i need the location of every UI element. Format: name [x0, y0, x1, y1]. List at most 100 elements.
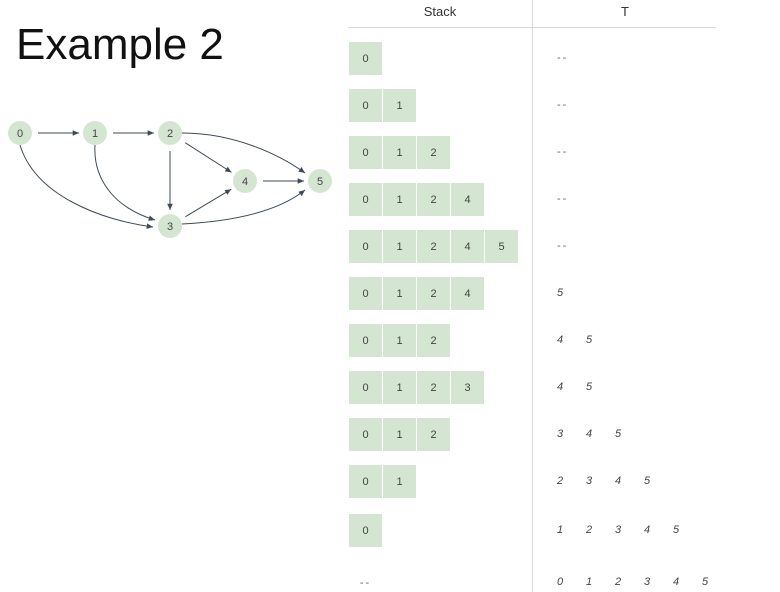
- t-row: 5: [557, 283, 586, 303]
- column-divider: [532, 0, 533, 592]
- node-circle: [83, 121, 107, 145]
- t-value: 4: [673, 576, 680, 588]
- stack-cell: 4: [451, 183, 484, 216]
- node-label: 4: [242, 176, 248, 188]
- stack-cell: 0: [349, 230, 382, 263]
- node-label: 1: [92, 128, 98, 140]
- empty-t-marker: --: [557, 240, 569, 252]
- stack-row: 0: [349, 42, 383, 75]
- t-row: 3 4 5: [557, 424, 644, 444]
- t-value: 5: [557, 287, 564, 299]
- stack-cell: 2: [417, 324, 450, 357]
- empty-t-marker: --: [557, 52, 569, 64]
- node-0: 0: [8, 121, 32, 145]
- stack-cell: 4: [451, 230, 484, 263]
- t-value: 4: [615, 475, 622, 487]
- stack-cell: 0: [349, 42, 382, 75]
- slide-title: Example 2: [16, 20, 224, 69]
- stack-cell: 3: [451, 371, 484, 404]
- node-circle: [308, 169, 332, 193]
- t-row: --: [557, 48, 568, 68]
- stack-cell: 1: [383, 230, 416, 263]
- stack-cell: 1: [383, 324, 416, 357]
- stack-cell: 2: [417, 230, 450, 263]
- stack-row: --: [349, 566, 382, 592]
- dag-graph: 0 1 2 3 4 5: [8, 121, 332, 238]
- node-circle: [158, 214, 182, 238]
- t-value: 3: [557, 428, 564, 440]
- stack-cell: 4: [451, 277, 484, 310]
- node-3: 3: [158, 214, 182, 238]
- t-value: 4: [557, 334, 564, 346]
- stack-cell: 1: [383, 183, 416, 216]
- node-label: 0: [17, 128, 23, 140]
- stack-cell: 1: [383, 465, 416, 498]
- stack-cell: 0: [349, 89, 382, 122]
- stack-cell: 0: [349, 183, 382, 216]
- t-value: 4: [557, 381, 564, 393]
- stack-cell: 5: [485, 230, 518, 263]
- edge-3-5: [181, 189, 306, 225]
- t-value: 5: [673, 524, 680, 536]
- stack-cell: 2: [417, 183, 450, 216]
- empty-t-marker: --: [557, 193, 569, 205]
- stack-cell: 1: [383, 371, 416, 404]
- t-value: 5: [702, 576, 709, 588]
- t-row: 0 1 2 3 4 5: [557, 572, 731, 592]
- t-value: 2: [586, 524, 593, 536]
- edge-1-3: [94, 144, 156, 221]
- t-value: 4: [586, 428, 593, 440]
- edge-0-3: [19, 144, 154, 229]
- t-value: 5: [586, 381, 593, 393]
- t-value: 1: [557, 524, 564, 536]
- node-circle: [8, 121, 32, 145]
- edge-2-4: [184, 142, 232, 173]
- stack-cell: 0: [349, 136, 382, 169]
- stack-column-header: Stack: [423, 4, 457, 19]
- empty-stack-marker: --: [359, 576, 372, 589]
- stack-cell: 1: [383, 277, 416, 310]
- stack-cell: 0: [349, 371, 382, 404]
- stack-cell: 0: [349, 324, 382, 357]
- t-row: --: [557, 142, 568, 162]
- t-value: 5: [586, 334, 593, 346]
- node-2: 2: [158, 121, 182, 145]
- t-value: 5: [644, 475, 651, 487]
- node-5: 5: [308, 169, 332, 193]
- empty-t-marker: --: [557, 99, 569, 111]
- t-value: 3: [615, 524, 622, 536]
- t-value: 5: [615, 428, 622, 440]
- stack-cell: 2: [417, 136, 450, 169]
- stack-cell: 0: [349, 514, 382, 547]
- stack-cell: 2: [417, 371, 450, 404]
- stack-cell: 0: [349, 418, 382, 451]
- t-row: --: [557, 95, 568, 115]
- t-value: 2: [615, 576, 622, 588]
- t-value: 1: [586, 576, 593, 588]
- stack-cell: 2: [417, 418, 450, 451]
- t-value: 3: [644, 576, 651, 588]
- t-value: 0: [557, 576, 564, 588]
- empty-t-marker: --: [557, 146, 569, 158]
- stack-cell: 0: [349, 465, 382, 498]
- node-label: 3: [167, 221, 173, 233]
- t-row: --: [557, 189, 568, 209]
- stack-cell: 1: [383, 89, 416, 122]
- t-column-header: T: [621, 4, 629, 19]
- node-1: 1: [83, 121, 107, 145]
- t-value: 2: [557, 475, 564, 487]
- edge-3-4: [185, 188, 232, 218]
